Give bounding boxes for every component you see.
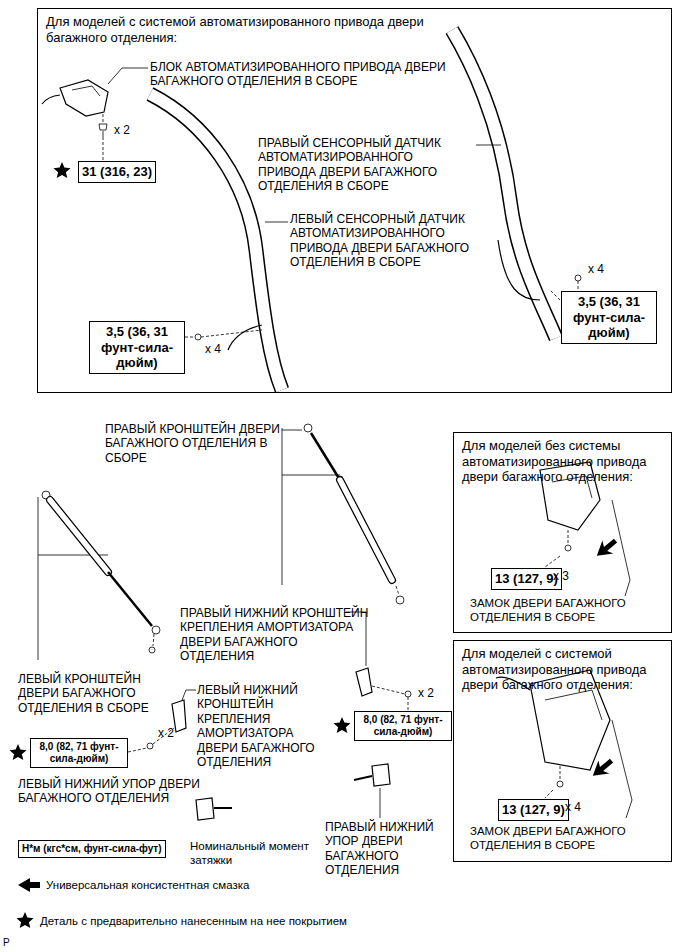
part-name: ЛЕВЫЙ НИЖНИЙ УПОР ДВЕРИ БАГАЖНОГО ОТДЕЛЕ…: [18, 777, 208, 806]
frame-heading: Для моделей без системы автоматизированн…: [462, 438, 662, 485]
frame-heading: Для моделей с системой автоматизированно…: [462, 646, 662, 693]
part-name: ЗАМОК ДВЕРИ БАГАЖНОГО ОТДЕЛЕНИЯ В СБОРЕ: [470, 597, 666, 625]
quantity: x 2: [418, 686, 458, 700]
part-name: ЛЕВЫЙ НИЖНИЙ КРОНШТЕЙН КРЕПЛЕНИЯ АМОРТИЗ…: [197, 683, 337, 769]
torque-spec: 13 (127, 9): [498, 799, 569, 821]
part-name: ПРАВЫЙ НИЖНИЙ КРОНШТЕЙН КРЕПЛЕНИЯ АМОРТИ…: [180, 606, 370, 664]
torque-spec: 8,0 (82, 71 фунт-сила-дюйм): [30, 738, 128, 768]
quantity: x 4: [588, 262, 628, 276]
quantity: x 2: [158, 726, 198, 740]
legend-text: Деталь с предварительно нанесенным на не…: [40, 914, 480, 928]
variant-frame: Для моделей без системы автоматизированн…: [453, 432, 672, 633]
part-name: ПРАВЫЙ НИЖНИЙ УПОР ДВЕРИ БАГАЖНОГО ОТДЕЛ…: [325, 820, 445, 878]
part-name: ЛЕВЫЙ КРОНШТЕЙН ДВЕРИ БАГАЖНОГО ОТДЕЛЕНИ…: [18, 672, 158, 715]
torque-spec: 3,5 (36, 31 фунт-сила-дюйм): [89, 321, 185, 374]
legend-text: Номинальный момент затяжки: [190, 839, 310, 868]
torque-value: Н*м (кгс*см, фунт-сила-фут): [22, 843, 162, 855]
variant-frame: Для моделей с системой автоматизированно…: [453, 640, 672, 862]
quantity: x 4: [565, 800, 605, 814]
legend-text: Универсальная консистентная смазка: [46, 878, 446, 892]
part-name: ЗАМОК ДВЕРИ БАГАЖНОГО ОТДЕЛЕНИЯ В СБОРЕ: [470, 825, 666, 853]
part-name: ПРАВЫЙ СЕНСОРНЫЙ ДАТЧИК АВТОМАТИЗИРОВАНН…: [258, 136, 473, 194]
quantity: x 4: [205, 342, 245, 356]
torque-spec: 13 (127, 9): [491, 568, 562, 590]
torque-value: 3,5 (36, 31 фунт-сила-дюйм): [93, 324, 181, 371]
part-name: БЛОК АВТОМАТИЗИРОВАННОГО ПРИВОДА ДВЕРИ Б…: [150, 60, 450, 89]
torque-value: 31 (316, 23): [82, 164, 152, 180]
torque-value: 8,0 (82, 71 фунт-сила-дюйм): [34, 741, 124, 765]
torque-value: 13 (127, 9): [502, 802, 565, 818]
frame-heading: Для моделей с системой автоматизированно…: [46, 14, 426, 45]
torque-value: 3,5 (36, 31 фунт-сила-дюйм): [565, 294, 653, 341]
torque-spec: 31 (316, 23): [78, 161, 156, 183]
quantity: x 2: [114, 123, 154, 137]
quantity: x 3: [553, 569, 593, 583]
torque-spec: 3,5 (36, 31 фунт-сила-дюйм): [561, 291, 657, 344]
part-name: ПРАВЫЙ КРОНШТЕЙН ДВЕРИ БАГАЖНОГО ОТДЕЛЕН…: [105, 422, 280, 465]
torque-spec: 8,0 (82, 71 фунт-сила-дюйм): [354, 711, 452, 741]
legend-torque-box: Н*м (кгс*см, фунт-сила-фут): [18, 840, 166, 858]
part-name: ЛЕВЫЙ СЕНСОРНЫЙ ДАТЧИК АВТОМАТИЗИРОВАННО…: [290, 212, 495, 270]
figure-code: P: [3, 937, 23, 949]
torque-value: 8,0 (82, 71 фунт-сила-дюйм): [358, 714, 448, 738]
torque-value: 13 (127, 9): [495, 571, 558, 587]
